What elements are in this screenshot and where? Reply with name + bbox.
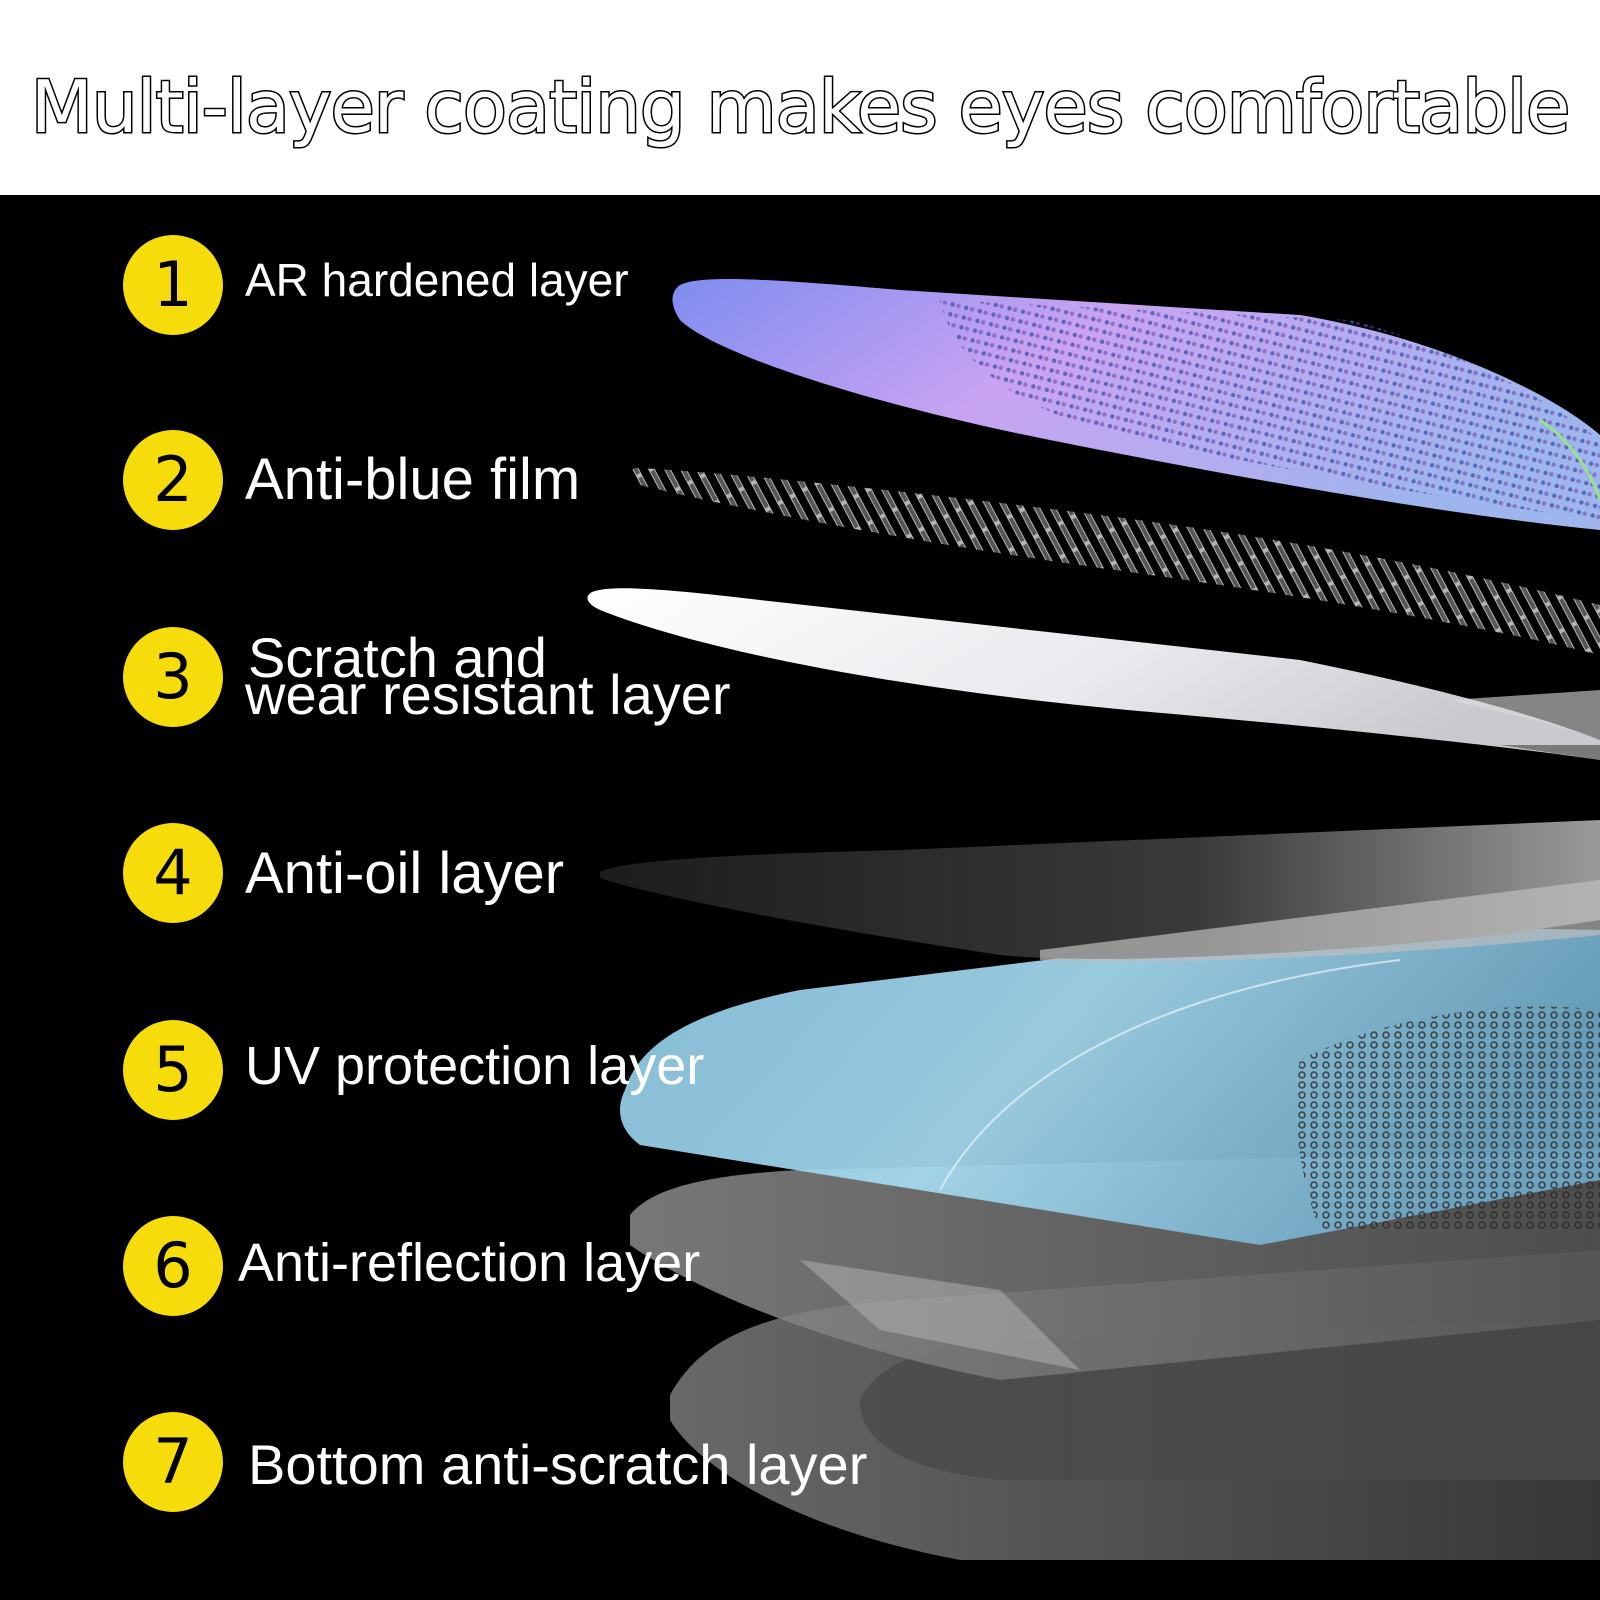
layer-label-ar-hardened: AR hardened layer [245,254,629,306]
badge-1: 1 [123,235,223,335]
badge-2: 2 [123,430,223,530]
badge-6: 6 [123,1216,223,1316]
layer-label-uv-protection: UV protection layer [245,1036,705,1096]
layer-label-scratch-line2: wear resistant layer [245,663,731,726]
layer-label-anti-reflection: Anti-reflection layer [238,1233,701,1293]
layer-label-bottom-anti-scratch: Bottom anti-scratch layer [248,1433,868,1496]
layer-label-scratch-line1: Scratch and [248,626,547,689]
layer-2-shape [630,468,1600,655]
layer-label-anti-oil: Anti-oil layer [245,841,565,906]
badge-5: 5 [123,1020,223,1120]
badge-4: 4 [123,823,223,923]
layer-3-shape [587,588,1600,760]
layer-label-anti-blue: Anti-blue film [245,447,581,512]
headline: Multi-layer coating makes eyes comfortab… [29,64,1572,151]
badge-7: 7 [123,1412,223,1512]
badge-3: 3 [123,627,223,727]
header-banner: Multi-layer coating makes eyes comfortab… [0,0,1600,195]
lens-layers-illustration [587,278,1600,1560]
